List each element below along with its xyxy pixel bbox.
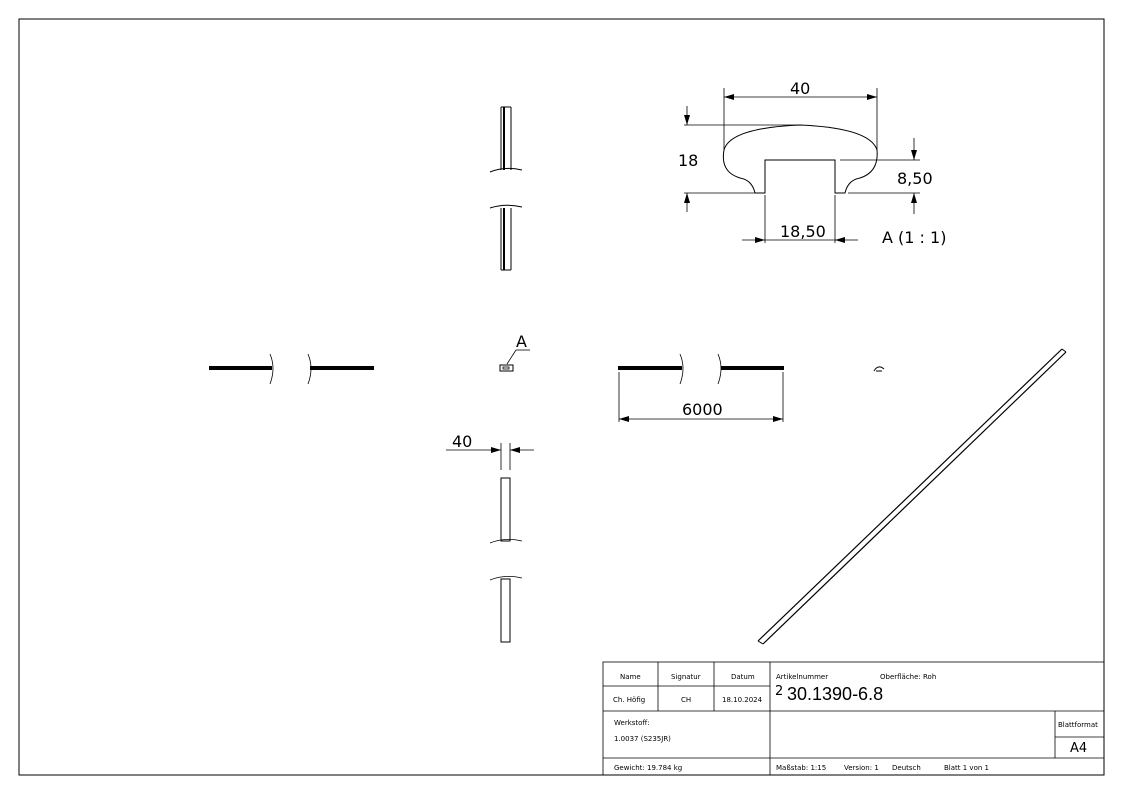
dim-text-length: 6000 — [682, 400, 723, 419]
dim-text-top-width: 40 — [452, 432, 472, 451]
top-view-upper — [489, 106, 523, 271]
dim-text-slot-width: 18,50 — [780, 222, 826, 241]
title-value-signatur: CH — [681, 696, 691, 704]
profile-section-view — [722, 124, 878, 194]
detail-view-label: A (1 : 1) — [882, 228, 946, 247]
end-view-center — [499, 349, 530, 372]
dim-text-slot-depth: 8,50 — [897, 169, 933, 188]
blattformat-label: Blattformat — [1058, 721, 1098, 729]
profile-outline — [722, 124, 878, 194]
title-header-signatur: Signatur — [671, 673, 701, 681]
gewicht-label: Gewicht: 19.784 kg — [614, 764, 682, 772]
side-view-left — [209, 353, 374, 385]
bottom-view-lower — [446, 443, 534, 643]
oberflaeche-label: Oberfläche: Roh — [880, 673, 936, 681]
dim-text-profile-height: 18 — [678, 151, 698, 170]
sheet-border — [18, 18, 1105, 776]
article-number: 30.1390-6.8 — [787, 684, 883, 704]
detail-marker-a: A — [516, 332, 527, 351]
blattformat-value: A4 — [1070, 741, 1087, 756]
small-end-view — [873, 366, 885, 372]
dim-text-profile-width: 40 — [790, 79, 810, 98]
title-value-name: Ch. Höfig — [613, 696, 645, 704]
version-label: Version: 1 — [844, 764, 879, 772]
profile-dimensions — [684, 88, 920, 243]
werkstoff-value: 1.0037 (S235JR) — [614, 735, 671, 743]
title-block — [602, 661, 1105, 776]
isometric-view — [757, 348, 1067, 645]
revision-number: 2 — [775, 684, 783, 699]
title-header-datum: Datum — [731, 673, 755, 681]
massstab-label: Maßstab: 1:15 — [776, 764, 826, 772]
artikelnummer-label: Artikelnummer — [776, 673, 828, 681]
title-header-name: Name — [620, 673, 641, 681]
side-view-right — [618, 353, 784, 422]
title-value-datum: 18.10.2024 — [722, 696, 763, 704]
blatt-label: Blatt 1 von 1 — [944, 764, 989, 772]
werkstoff-label: Werkstoff: — [614, 719, 650, 727]
sprache-label: Deutsch — [892, 764, 921, 772]
